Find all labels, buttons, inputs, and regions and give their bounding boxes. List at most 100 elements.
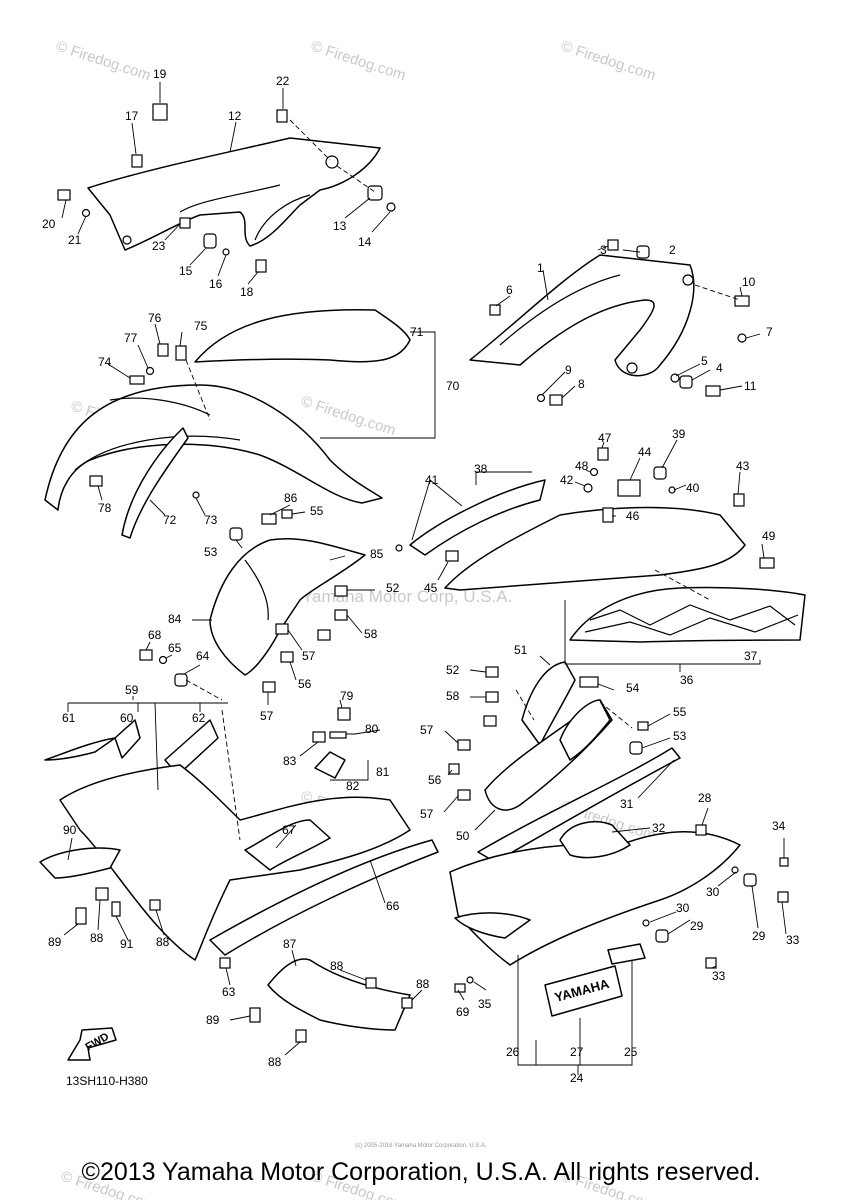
part-88e-rivet <box>401 997 413 1009</box>
callout-22: 22 <box>276 74 290 88</box>
part-8-bolt <box>549 394 563 406</box>
callout-77: 77 <box>124 331 138 345</box>
callout-82: 82 <box>346 779 360 793</box>
callout-7: 7 <box>766 325 773 339</box>
part-52b-bolt <box>485 666 499 678</box>
callout-33: 33 <box>786 933 800 947</box>
fine-print: (c) 2005-2016 Yamaha Motor Corporation, … <box>355 1143 487 1149</box>
part-88-rivet <box>95 887 109 901</box>
callout-54: 54 <box>626 681 640 695</box>
callout-39: 39 <box>672 427 686 441</box>
part-16-collar <box>222 248 230 256</box>
part-57c-bolt <box>457 739 471 751</box>
callout-43: 43 <box>736 459 750 473</box>
part-10-bolt <box>734 295 750 307</box>
part-91-rivet <box>111 901 121 917</box>
callout-58b: 58 <box>446 689 460 703</box>
callout-65: 65 <box>168 641 182 655</box>
part-21-washer <box>81 208 91 218</box>
callout-57c: 57 <box>420 723 434 737</box>
watermark: © Firedog.com <box>309 38 408 85</box>
callout-88b: 88 <box>156 935 170 949</box>
callout-48: 48 <box>575 459 589 473</box>
callout-52: 52 <box>386 581 400 595</box>
leader-lines <box>61 82 787 1075</box>
part-38-rail <box>409 479 546 556</box>
part-52-bolt <box>334 585 348 597</box>
callout-56b: 56 <box>428 773 442 787</box>
part-13-grommet <box>367 185 383 201</box>
callout-50: 50 <box>456 829 470 843</box>
part-36-side-fairing <box>444 506 746 591</box>
callout-30: 30 <box>706 885 720 899</box>
callout-16: 16 <box>209 277 223 291</box>
callout-70: 70 <box>446 379 460 393</box>
part-66b-strip <box>209 839 439 956</box>
callout-61: 61 <box>62 711 76 725</box>
watermark: © Firedog.com <box>559 38 658 85</box>
callout-68: 68 <box>148 628 162 642</box>
callout-35: 35 <box>478 997 492 1011</box>
part-28-nut <box>695 824 707 836</box>
part-67-duct <box>244 819 331 871</box>
part-56b-clip <box>448 763 460 775</box>
part-54-clip <box>579 676 599 688</box>
callout-36: 36 <box>680 673 694 687</box>
part-35-washer <box>466 976 474 984</box>
callout-33b: 33 <box>712 969 726 983</box>
callout-91: 91 <box>120 937 134 951</box>
callout-14: 14 <box>358 235 372 249</box>
callout-56: 56 <box>298 677 312 691</box>
callout-31: 31 <box>620 797 634 811</box>
part-43-clip <box>733 493 745 507</box>
part-86-bracket <box>261 513 277 525</box>
callout-34: 34 <box>772 819 786 833</box>
callout-47: 47 <box>598 431 612 445</box>
callout-88: 88 <box>90 931 104 945</box>
part-9-washer <box>536 393 546 403</box>
callout-72: 72 <box>163 513 177 527</box>
part-callouts: 19 17 12 22 20 21 23 15 16 18 13 14 1 2 … <box>42 67 800 1085</box>
callout-45: 45 <box>424 581 438 595</box>
part-63-bracket <box>219 957 231 969</box>
callout-88e: 88 <box>268 1055 282 1069</box>
part-89-rivet <box>75 907 87 925</box>
callout-87: 87 <box>283 937 297 951</box>
part-47-screw <box>597 447 609 461</box>
callout-17: 17 <box>125 109 139 123</box>
part-37-decal <box>569 586 806 643</box>
callout-6: 6 <box>506 283 513 297</box>
part-51-duct <box>521 661 576 746</box>
callout-3: 3 <box>600 243 607 257</box>
part-88d-rivet <box>365 977 377 989</box>
part-17-clip <box>131 154 143 168</box>
part-61-decal <box>44 737 116 761</box>
callout-63: 63 <box>222 985 236 999</box>
callout-25: 25 <box>624 1045 638 1059</box>
callout-78: 78 <box>98 501 112 515</box>
callout-18: 18 <box>240 285 254 299</box>
part-46-sensor <box>602 507 614 523</box>
part-65-washer <box>158 655 168 665</box>
part-27-yamaha-decal: YAMAHA <box>544 965 623 1017</box>
part-3-screw <box>607 239 619 251</box>
part-71-windscreen <box>194 309 411 363</box>
callout-57d: 57 <box>420 807 434 821</box>
copyright-footer: ©2013 Yamaha Motor Corporation, U.S.A. A… <box>81 1158 761 1186</box>
callout-51: 51 <box>514 643 528 657</box>
callout-69: 69 <box>456 1005 470 1019</box>
part-57b-bolt <box>262 681 276 693</box>
part-32-duct <box>559 821 631 859</box>
part-1-side-panel <box>469 254 695 377</box>
part-58d-bolt <box>483 715 497 727</box>
part-74-clip <box>129 375 145 385</box>
callout-59: 59 <box>125 683 139 697</box>
callout-89b: 89 <box>206 1013 220 1027</box>
part-58c-bolt <box>485 691 499 703</box>
callout-12: 12 <box>228 109 242 123</box>
part-33b-screw <box>705 957 717 969</box>
part-69-screw <box>454 983 466 993</box>
callout-44: 44 <box>638 445 652 459</box>
part-84-inner-panel <box>209 537 366 676</box>
